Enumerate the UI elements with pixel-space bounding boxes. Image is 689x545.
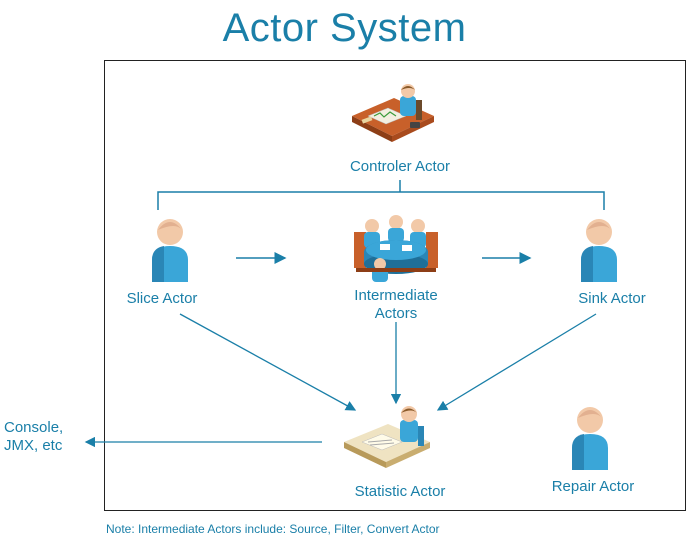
controller-bracket <box>157 191 605 210</box>
sink-to-statistic-arrow <box>436 313 597 411</box>
slice-to-statistic-arrow <box>179 313 357 411</box>
person-icon <box>581 219 617 282</box>
intermediate-label-line2: Actors <box>374 305 418 322</box>
diagram-title: Actor System <box>222 6 467 50</box>
console-label-line1: Console, <box>4 419 64 436</box>
desk-worker-icon <box>344 406 430 468</box>
actor-system-boundary <box>104 60 686 511</box>
person-icon <box>152 219 188 282</box>
console-jmx-label: Console, JMX, etc <box>4 419 82 455</box>
statistic-actor-label: Statistic Actor <box>354 483 446 500</box>
repair-actor-label: Repair Actor <box>551 478 635 495</box>
person-icon <box>572 407 608 470</box>
desk-worker-icon <box>352 84 434 142</box>
intermediate-label-line1: Intermediate <box>354 287 438 304</box>
intermediate-actors-label: Intermediate Actors <box>320 287 472 323</box>
meeting-table-icon <box>354 215 438 282</box>
console-label-line2: JMX, etc <box>4 437 63 454</box>
slice-actor-label: Slice Actor <box>126 290 198 307</box>
controller-actor-label: Controler Actor <box>349 158 451 175</box>
footnote: Note: Intermediate Actors include: Sourc… <box>106 522 440 536</box>
sink-actor-label: Sink Actor <box>578 290 646 307</box>
